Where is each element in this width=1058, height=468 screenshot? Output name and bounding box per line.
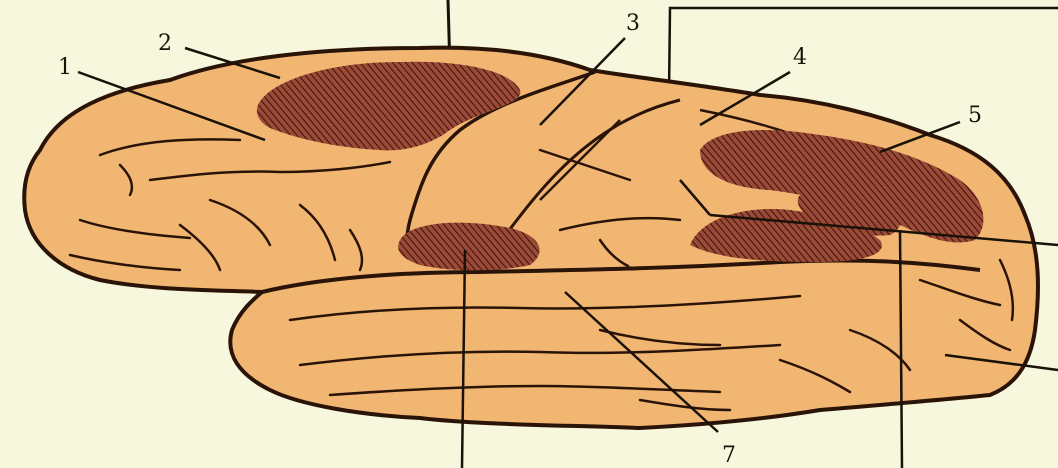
label-4: 4 <box>793 45 807 70</box>
label-5: 5 <box>968 103 982 128</box>
label-7: 7 <box>722 443 736 468</box>
label-1: 1 <box>58 55 72 80</box>
label-3: 3 <box>626 11 640 36</box>
label-2: 2 <box>158 31 172 56</box>
